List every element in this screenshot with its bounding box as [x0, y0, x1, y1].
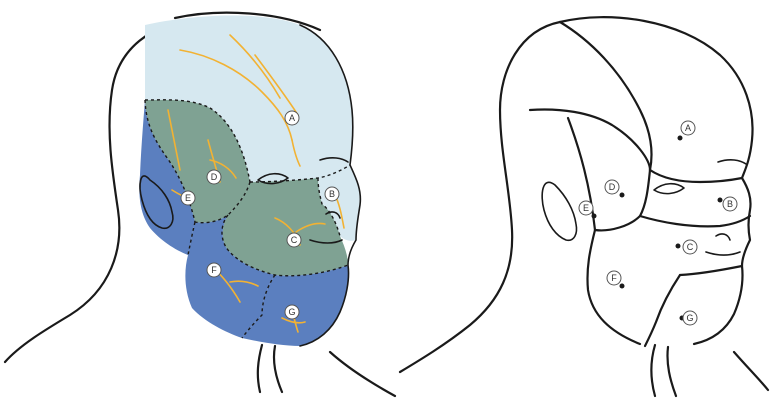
right-border-a-d: [530, 110, 650, 170]
left-label-e: E: [181, 191, 195, 205]
left-label-c: C: [287, 233, 301, 247]
left-label-d: D: [207, 170, 221, 184]
left-label-g: G: [285, 305, 299, 319]
right-label-g: G: [683, 311, 697, 325]
right-mouth: [706, 252, 740, 255]
left-label-f: F: [207, 263, 221, 277]
right-dot-a: [678, 136, 683, 141]
left-label-a-text: A: [289, 113, 295, 123]
left-label-b-text: B: [329, 189, 335, 199]
right-dot-d: [620, 193, 625, 198]
right-label-d-text: D: [609, 182, 616, 192]
right-dot-f: [620, 284, 625, 289]
left-head: A B C D E F G: [5, 13, 395, 396]
left-label-b: B: [325, 187, 339, 201]
right-eye: [654, 184, 684, 194]
left-neck-line-1: [258, 345, 262, 392]
right-nostril: [716, 234, 730, 240]
right-label-d: D: [605, 180, 619, 194]
right-label-f: F: [607, 271, 621, 285]
right-border-a-c: [650, 170, 742, 182]
right-border-e-f: [587, 230, 640, 344]
left-label-f-text: F: [211, 265, 217, 275]
right-label-c-text: C: [687, 242, 694, 252]
right-label-e: E: [579, 201, 593, 215]
right-ear: [542, 182, 576, 240]
right-border-f-g: [645, 275, 680, 346]
right-head: A B C D E F G: [400, 17, 768, 396]
right-label-e-text: E: [583, 203, 589, 213]
right-label-f-text: F: [611, 273, 617, 283]
right-label-b: B: [723, 197, 737, 211]
right-label-c: C: [683, 240, 697, 254]
right-border-jaw: [680, 266, 742, 275]
left-label-g-text: G: [288, 307, 295, 317]
left-label-e-text: E: [185, 193, 191, 203]
right-dot-b: [718, 198, 723, 203]
left-label-a: A: [285, 111, 299, 125]
left-label-d-text: D: [211, 172, 218, 182]
right-label-a-text: A: [685, 123, 691, 133]
right-shoulder-line: [734, 352, 768, 390]
right-neck-line-1: [651, 345, 655, 396]
left-shoulder-line: [330, 352, 395, 396]
right-label-b-text: B: [727, 199, 733, 209]
right-label-a: A: [681, 121, 695, 135]
right-border-c-f: [640, 216, 750, 226]
right-dot-c: [676, 244, 681, 249]
left-label-c-text: C: [291, 235, 298, 245]
right-brow: [718, 160, 746, 164]
right-neck-line-2: [667, 347, 676, 396]
right-label-g-text: G: [686, 313, 693, 323]
right-border-d-c: [595, 170, 650, 230]
right-dot-e: [592, 214, 597, 219]
left-neck-line-2: [274, 346, 282, 392]
right-head-back-outline: [400, 22, 560, 372]
